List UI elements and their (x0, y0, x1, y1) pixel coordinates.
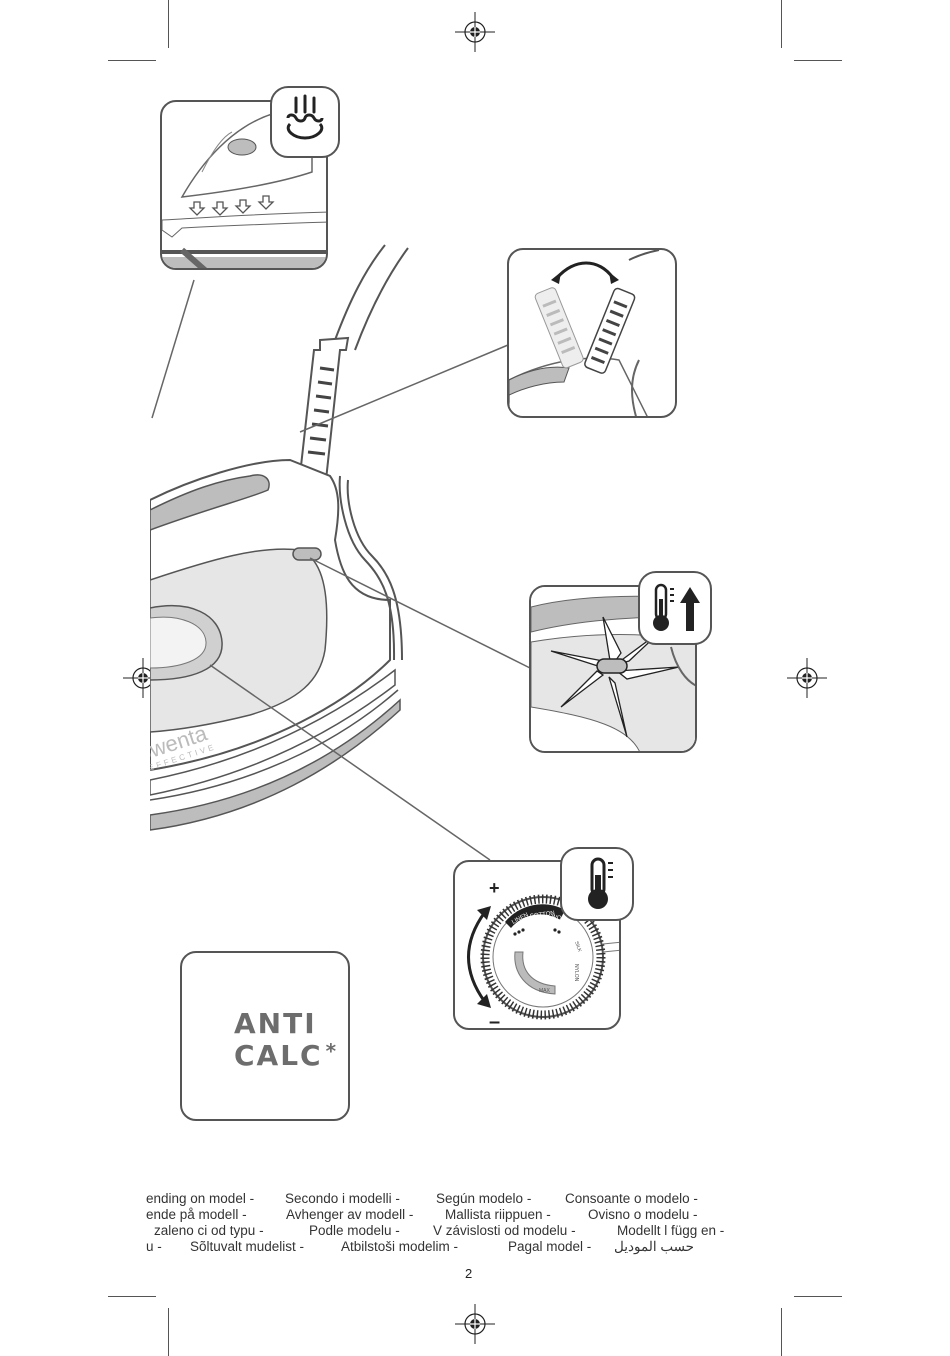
crop-mark-bottom-left-v (168, 1308, 169, 1356)
iron-illustration: owenta EFFECTIVE (150, 244, 409, 831)
footnote-item: Según modelo - (436, 1191, 532, 1206)
temperature-badge (560, 847, 634, 921)
anti-calc-asterisk: * (325, 1039, 339, 1063)
thermometer-icon (653, 583, 674, 631)
footnote-item: Ovisno o modelu - (588, 1207, 698, 1222)
steam-icon (286, 94, 324, 140)
steam-badge (270, 86, 340, 158)
registration-mark-icon (455, 12, 495, 52)
dial-label-silk: SILK (573, 941, 583, 954)
temperature-ready-badge (638, 571, 712, 645)
footnote-row: еnde på modell - Avhenger av modell - Mall… (146, 1207, 786, 1223)
footnote-item: حسب الموديل (614, 1239, 695, 1254)
footnote-row: еnding on model - Secondo i modelli - Segú… (146, 1191, 786, 1207)
page-number: 2 (465, 1266, 473, 1281)
footnote-item: Consoante o modelo - (565, 1191, 698, 1206)
crop-mark-top-right-v (781, 0, 782, 48)
crop-mark-bottom-right-v (781, 1308, 782, 1356)
model-footnote: еnding on model - Secondo i modelli - Segú… (146, 1191, 786, 1255)
footnote-item: Podle modelu - (309, 1223, 400, 1238)
footnote-row: u - Sõltuvalt mudelist - Atbilstoši modeli… (146, 1239, 786, 1255)
dial-minus-sign: – (489, 1011, 500, 1030)
anti-calc-line2: CALC* (234, 1039, 338, 1072)
dial-plus-sign: + (489, 878, 500, 898)
crop-mark-bottom-left-h (108, 1296, 156, 1297)
dial-label-cotton: COTTON (529, 911, 555, 920)
footnote-item: Modellt l függ en - (617, 1223, 725, 1238)
footnote-item: Atbilstoši modelim - (341, 1239, 459, 1254)
footnote-item: Avhenger av modell - (286, 1207, 414, 1222)
anti-calc-word: CALC (234, 1039, 323, 1072)
footnote-item: Mallista riippuen - (445, 1207, 551, 1222)
temperature-dial-card: LINEN COTTON WOOL SILK NYLON MAX + – (453, 860, 621, 1030)
registration-mark-icon (787, 658, 827, 698)
registration-mark-icon (455, 1304, 495, 1344)
footnote-item: Sõltuvalt mudelist - (190, 1239, 305, 1254)
anti-calc-box: ANTI CALC* (180, 951, 350, 1121)
footnote-item: Secondo i modelli - (285, 1191, 400, 1206)
dial-label-max: MAX (539, 988, 551, 994)
crop-mark-bottom-right-h (794, 1296, 842, 1297)
footnote-item: Pagal model - (508, 1239, 592, 1254)
anti-calc-line1: ANTI (234, 1007, 317, 1040)
footnote-item: еnding on model - (146, 1191, 255, 1206)
dial-label-nylon: NYLON (573, 964, 579, 982)
thermometer-icon (588, 857, 613, 909)
crop-mark-top-left-v (168, 0, 169, 48)
crop-mark-top-left-h (108, 60, 156, 61)
footnote-item: u - (146, 1239, 162, 1254)
arrow-up-icon (680, 587, 700, 631)
footnote-item: V závislosti od modelu - (433, 1223, 576, 1238)
footnote-item: zaleno ci od typu - (154, 1223, 264, 1238)
footnote-row: zaleno ci od typu - Podle modelu - V závis… (146, 1223, 786, 1239)
cord-guard-card (507, 248, 677, 418)
crop-mark-top-right-h (794, 60, 842, 61)
footnote-item: еnde på modell - (146, 1207, 247, 1222)
dial-label-wool: WOOL (551, 914, 571, 924)
